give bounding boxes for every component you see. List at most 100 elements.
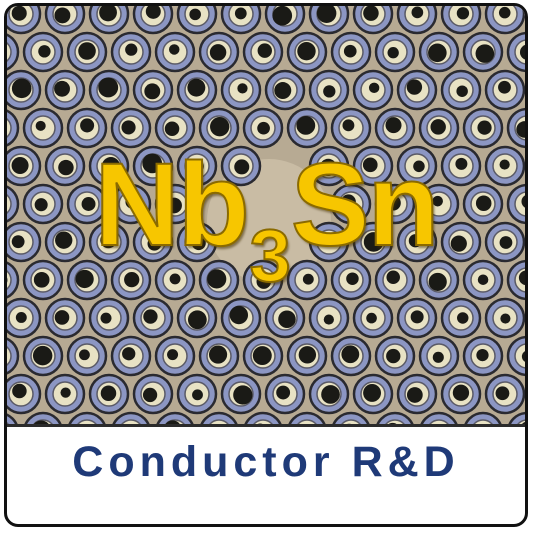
filament bbox=[198, 335, 240, 377]
filament bbox=[7, 6, 42, 35]
filament bbox=[154, 259, 196, 301]
filament bbox=[264, 6, 306, 35]
filament bbox=[484, 373, 525, 415]
filament bbox=[220, 297, 262, 339]
filament bbox=[88, 297, 130, 339]
filament bbox=[352, 145, 394, 187]
filament bbox=[352, 373, 394, 415]
filament bbox=[396, 373, 438, 415]
filament bbox=[440, 221, 482, 263]
filament bbox=[66, 335, 108, 377]
filament bbox=[374, 335, 416, 377]
filament bbox=[7, 297, 42, 339]
filament bbox=[44, 373, 86, 415]
filament bbox=[44, 69, 86, 111]
filament bbox=[88, 69, 130, 111]
formula-element-sn: Sn bbox=[290, 139, 441, 271]
filament bbox=[22, 107, 64, 149]
filament bbox=[374, 259, 416, 301]
micrograph-svg bbox=[7, 6, 525, 426]
filament bbox=[308, 145, 350, 187]
filament bbox=[220, 373, 262, 415]
filament bbox=[330, 335, 372, 377]
filament bbox=[396, 145, 438, 187]
filament bbox=[440, 69, 482, 111]
filament bbox=[462, 183, 504, 225]
filament bbox=[440, 297, 482, 339]
filament bbox=[198, 31, 240, 73]
filament bbox=[7, 261, 20, 299]
filament bbox=[375, 411, 415, 426]
filament bbox=[110, 335, 152, 377]
filament bbox=[88, 145, 130, 187]
filament bbox=[154, 31, 196, 73]
filament bbox=[462, 259, 504, 301]
filament bbox=[220, 69, 262, 111]
filament bbox=[7, 109, 20, 147]
filament bbox=[264, 373, 306, 415]
filament bbox=[330, 31, 372, 73]
filament bbox=[308, 69, 350, 111]
filament bbox=[154, 183, 196, 225]
filament bbox=[132, 373, 174, 415]
conductor-rd-tile[interactable]: Nb3Sn Conductor R&D bbox=[4, 3, 528, 527]
filament bbox=[396, 297, 438, 339]
filament bbox=[7, 33, 20, 71]
filament bbox=[176, 69, 218, 111]
filament bbox=[506, 335, 525, 377]
formula-element-nb: Nb bbox=[93, 139, 250, 271]
filament bbox=[418, 335, 460, 377]
filament bbox=[330, 107, 372, 149]
filament bbox=[220, 6, 262, 35]
filament bbox=[110, 259, 152, 301]
filament bbox=[176, 297, 218, 339]
filament bbox=[176, 6, 218, 35]
nb3sn-formula: Nb3Sn bbox=[7, 145, 525, 294]
filament bbox=[132, 221, 174, 263]
filament bbox=[22, 31, 64, 73]
filament bbox=[110, 183, 152, 225]
filament bbox=[22, 335, 64, 377]
filament bbox=[286, 335, 328, 377]
filament bbox=[176, 221, 218, 263]
filament bbox=[220, 145, 262, 187]
filament bbox=[66, 183, 108, 225]
filament bbox=[7, 337, 20, 375]
filament bbox=[198, 107, 240, 149]
filament bbox=[88, 221, 130, 263]
divider-line bbox=[7, 424, 525, 427]
filament bbox=[286, 31, 328, 73]
filament bbox=[308, 373, 350, 415]
filament bbox=[352, 221, 394, 263]
filament bbox=[132, 297, 174, 339]
filament bbox=[286, 259, 328, 301]
filament bbox=[418, 31, 460, 73]
filament-micrograph bbox=[7, 6, 525, 426]
filament bbox=[352, 297, 394, 339]
filament bbox=[352, 6, 394, 35]
filament bbox=[484, 145, 525, 187]
filament bbox=[44, 6, 86, 35]
filament bbox=[308, 6, 350, 35]
filament bbox=[7, 185, 20, 223]
filament bbox=[484, 6, 525, 35]
filament bbox=[484, 221, 525, 263]
filament bbox=[418, 259, 460, 301]
filament bbox=[110, 31, 152, 73]
formula-subscript: 3 bbox=[249, 214, 292, 297]
filament bbox=[308, 221, 350, 263]
filament bbox=[330, 183, 372, 225]
filament bbox=[132, 6, 174, 35]
filament bbox=[396, 69, 438, 111]
copper-core-patch bbox=[207, 159, 331, 283]
filament bbox=[132, 69, 174, 111]
filament bbox=[374, 107, 416, 149]
caption-label: Conductor R&D bbox=[72, 438, 460, 486]
filament bbox=[418, 107, 460, 149]
filament bbox=[418, 183, 460, 225]
filament bbox=[44, 221, 86, 263]
filament bbox=[110, 107, 152, 149]
filament bbox=[484, 69, 525, 111]
filament bbox=[242, 259, 284, 301]
filament bbox=[88, 6, 130, 35]
